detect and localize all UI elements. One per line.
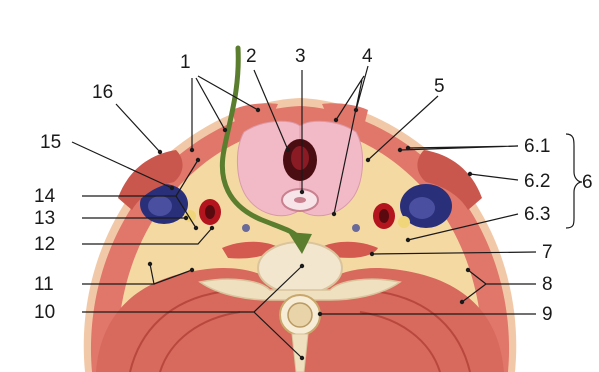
label-7: 7 [542, 242, 553, 263]
label-3: 3 [295, 46, 306, 67]
label-13: 13 [34, 208, 55, 229]
esophagus-lumen [294, 197, 306, 203]
label-10: 10 [34, 302, 55, 323]
label-12: 12 [34, 234, 55, 255]
right-carotid-lumen [379, 209, 389, 223]
label-6-1: 6.1 [524, 136, 550, 157]
leader-16 [116, 104, 160, 152]
label-6-3: 6.3 [524, 204, 550, 225]
spinal-cord [288, 303, 312, 327]
label-8: 8 [542, 274, 553, 295]
right-vagus-nerve [398, 216, 410, 228]
label-6: 6 [582, 172, 593, 193]
trachea-lumen [291, 146, 309, 170]
lymph-node-right [352, 224, 360, 232]
label-4: 4 [362, 46, 373, 67]
right-jugular-vein-highlight [409, 197, 435, 219]
brace-6 [566, 134, 582, 228]
label-2: 2 [246, 46, 257, 67]
label-5: 5 [434, 76, 445, 97]
label-11: 11 [34, 274, 54, 295]
left-jugular-vein-highlight [148, 196, 172, 216]
label-9: 9 [542, 304, 553, 325]
lymph-node-left [242, 224, 250, 232]
label-14: 14 [34, 186, 56, 207]
label-6-2: 6.2 [524, 171, 550, 192]
label-16: 16 [92, 82, 113, 103]
label-1: 1 [180, 52, 191, 73]
leader-6-2 [470, 174, 518, 180]
left-carotid-lumen [205, 205, 215, 219]
label-15: 15 [40, 132, 61, 153]
